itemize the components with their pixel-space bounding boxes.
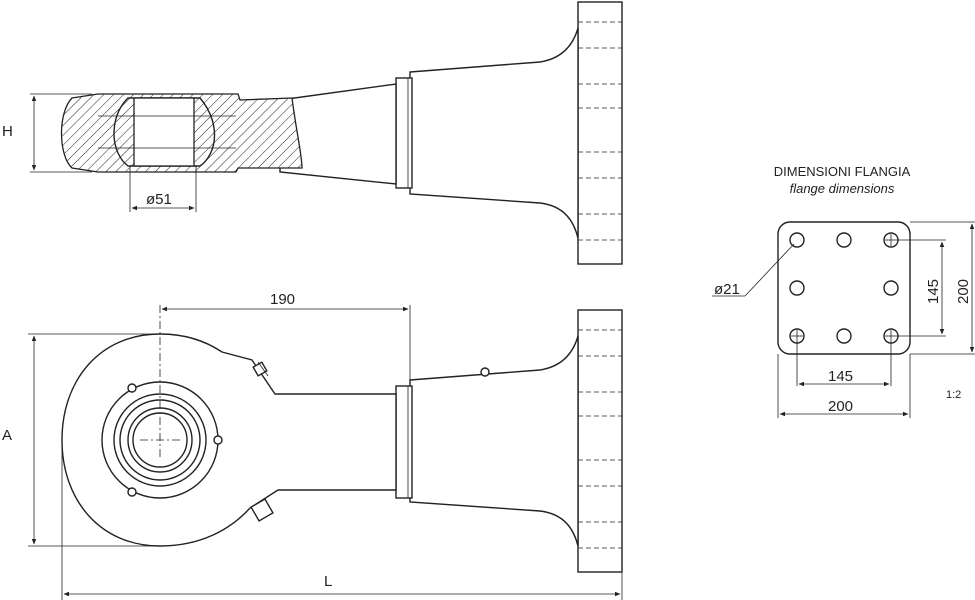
flange-spacing-h-label: 145 <box>828 368 853 385</box>
top-view: H ø51 <box>2 1 623 265</box>
grease-nipple-top <box>252 361 269 377</box>
flange-plate <box>777 221 911 355</box>
grease-nipple-bottom <box>250 498 274 522</box>
flange-hole-centers <box>791 234 897 342</box>
top-flange-plate <box>577 1 623 265</box>
bolt-hole-3 <box>127 487 137 497</box>
hole-leader <box>744 243 795 297</box>
top-bore <box>133 97 195 167</box>
flange-detail: DIMENSIONI FLANGIA flange dimensions ø21 <box>712 164 975 418</box>
front-view: 190 A L <box>2 291 623 600</box>
flange-hole-label: ø21 <box>714 281 740 298</box>
flange-title: DIMENSIONI FLANGIA <box>774 164 911 179</box>
top-bore-label: ø51 <box>146 191 172 208</box>
overall-length-label: L <box>324 573 332 590</box>
top-body-taper <box>409 27 579 239</box>
grease-nipple-body <box>480 367 490 377</box>
front-collar <box>395 385 413 499</box>
top-collar <box>395 77 413 189</box>
bolt-hole-1 <box>127 383 137 393</box>
bolt-hole-2 <box>213 435 223 445</box>
front-height-label: A <box>2 427 12 444</box>
top-height-label: H <box>2 123 13 140</box>
top-flange-hidden-holes <box>578 21 622 241</box>
front-flange-hidden-holes <box>578 329 622 549</box>
front-flange-plate <box>577 309 623 573</box>
front-body-taper <box>409 335 579 547</box>
front-offset-label: 190 <box>270 291 295 308</box>
flange-subtitle: flange dimensions <box>790 181 895 196</box>
flange-width-label: 200 <box>828 398 853 415</box>
flange-height-label: 200 <box>955 279 972 304</box>
scale-label: 1:2 <box>946 389 961 401</box>
flange-spacing-v-label: 145 <box>925 279 942 304</box>
